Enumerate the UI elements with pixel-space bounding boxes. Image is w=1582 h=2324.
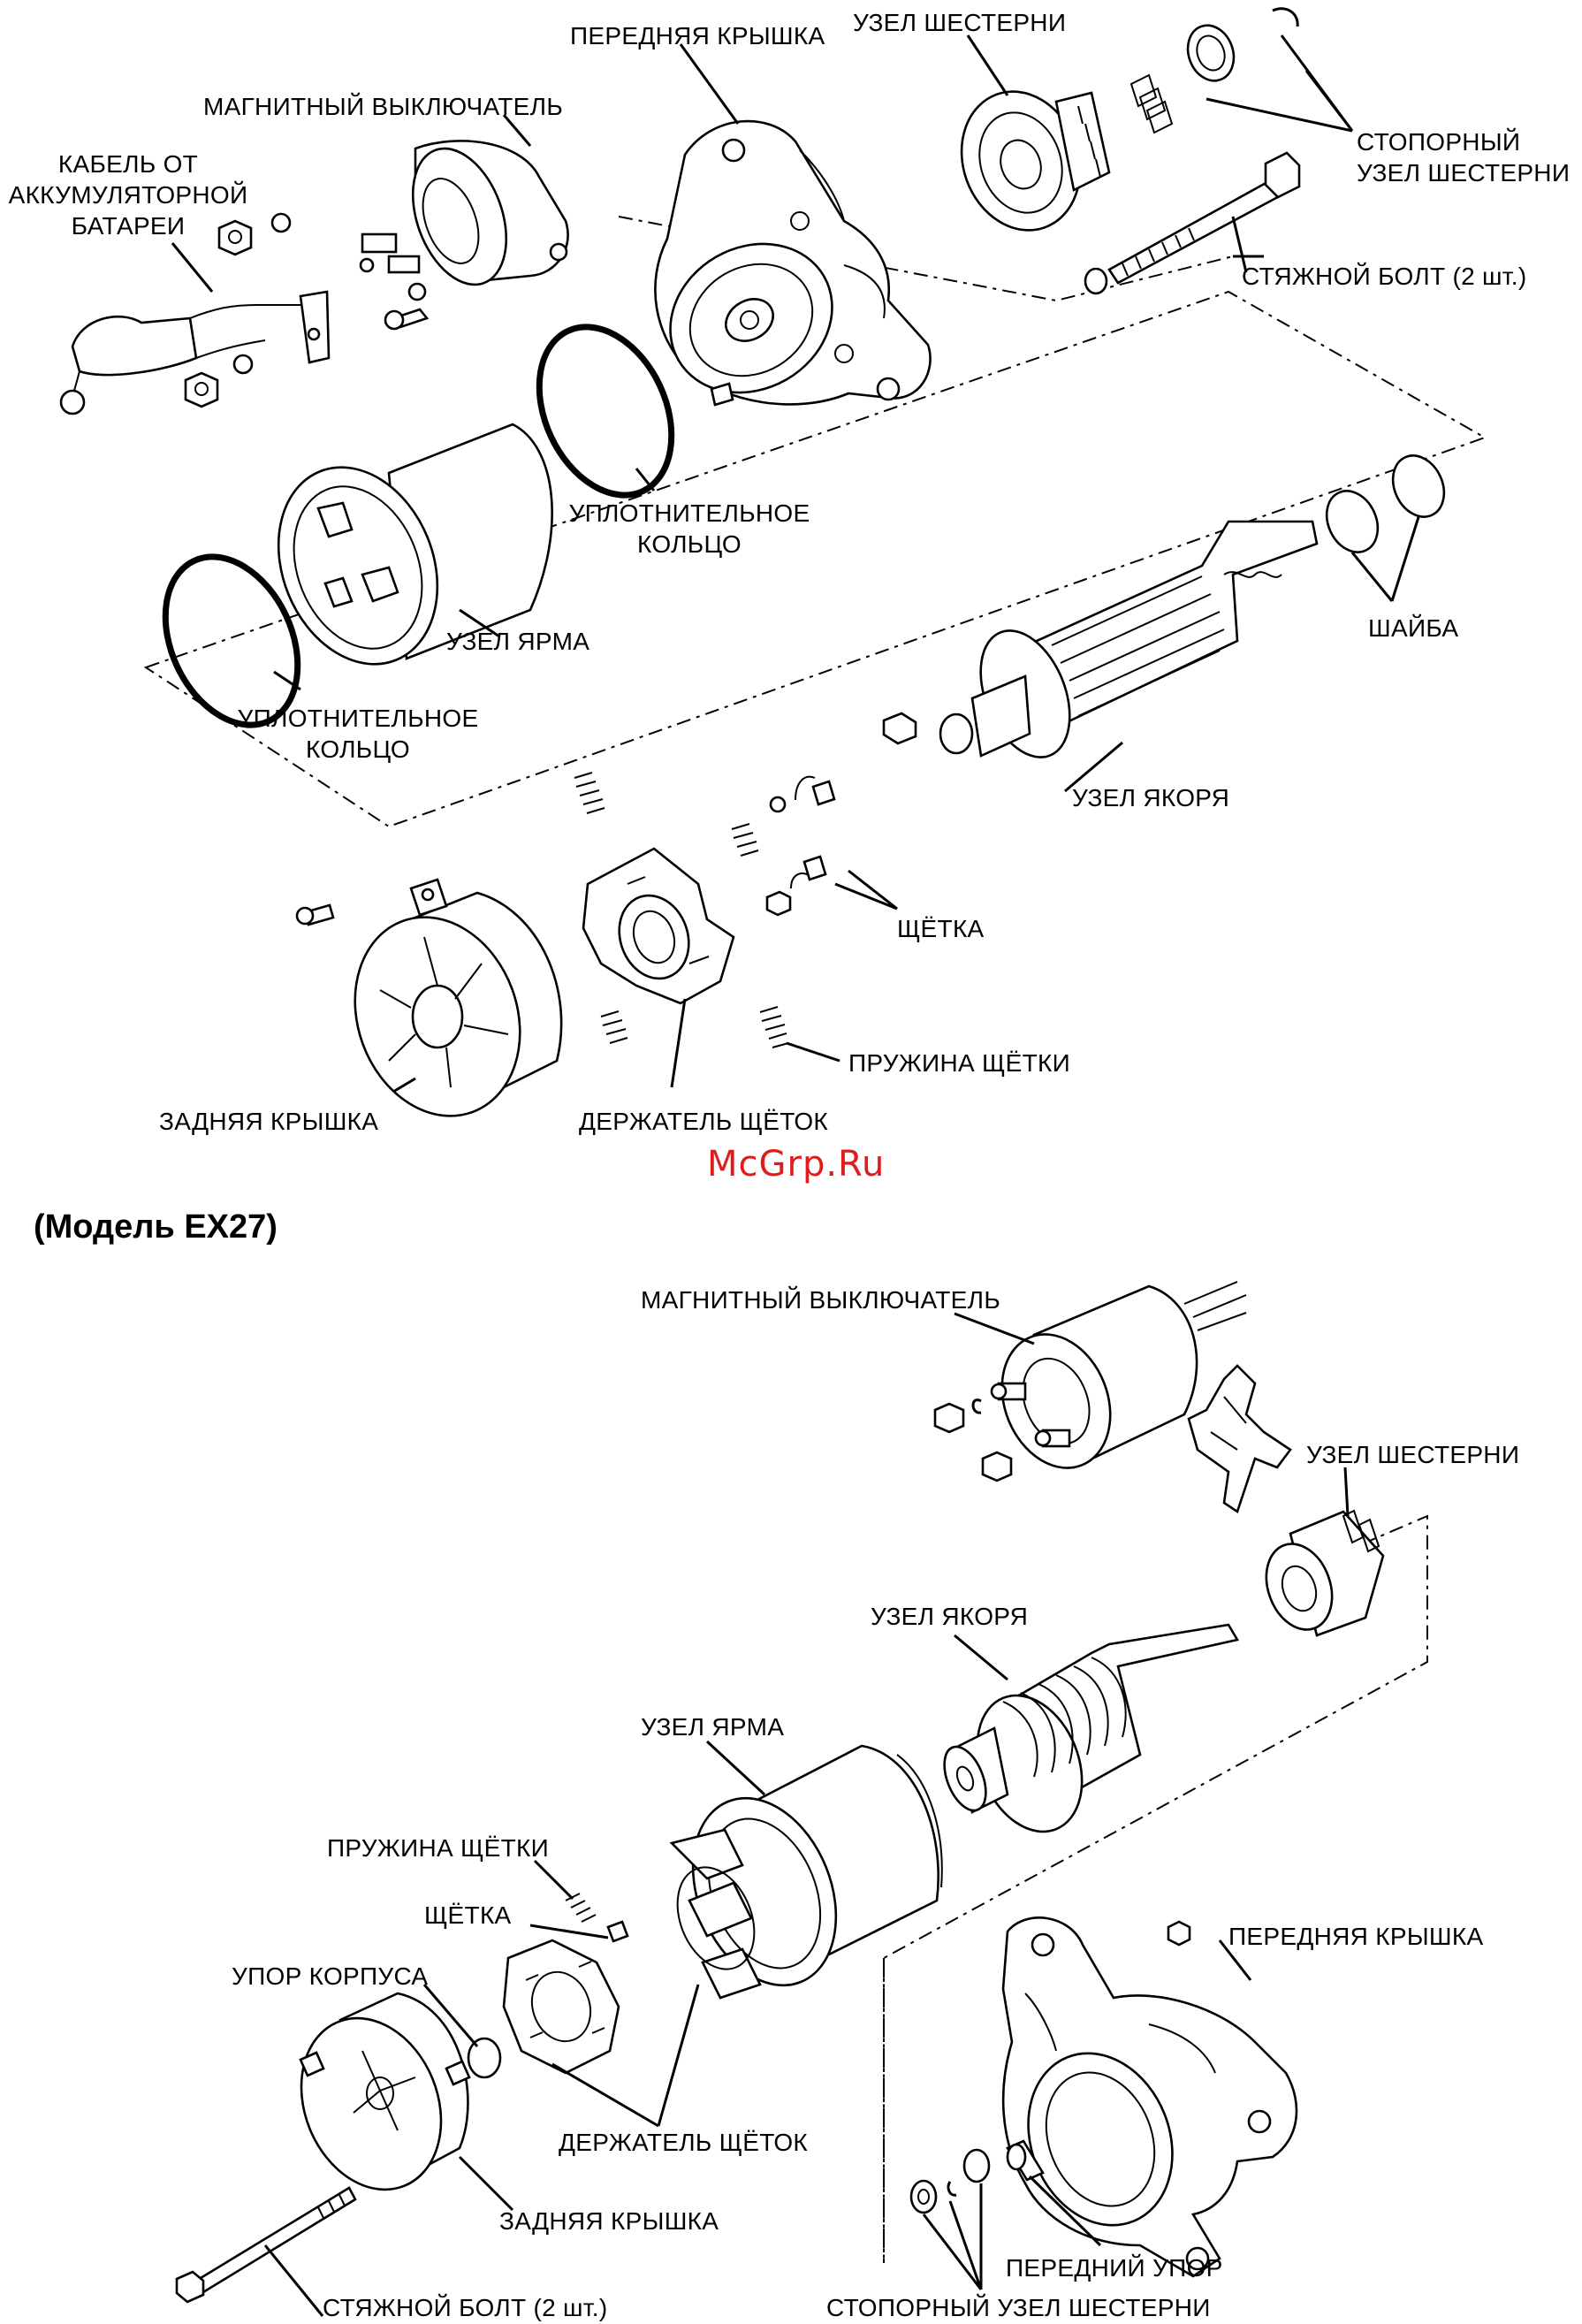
label-magnetic-switch-1: МАГНИТНЫЙ ВЫКЛЮЧАТЕЛЬ — [203, 93, 563, 120]
armature-part — [939, 520, 1319, 758]
washer-b — [1391, 454, 1446, 518]
rear-cover-part-2 — [299, 1992, 471, 2191]
shift-lever-part — [1187, 1364, 1292, 1514]
front-cover-part — [654, 119, 932, 407]
front-cover-part-2 — [1001, 1916, 1298, 2278]
through-bolt-part-2 — [175, 2186, 357, 2304]
label-through-bolt-2: СТЯЖНОЙ БОЛТ (2 шт.) — [323, 2294, 608, 2321]
label-front-cover-1: ПЕРЕДНЯЯ КРЫШКА — [570, 22, 825, 50]
brush-holder-part-2a — [669, 1828, 762, 2000]
label-housing-stop: УПОР КОРПУСА — [232, 1962, 428, 1990]
label-brush-1: ЩЁТКА — [897, 915, 985, 942]
pinion-assembly-part — [960, 90, 1111, 232]
brush-part — [765, 712, 917, 917]
washer-a — [1325, 490, 1380, 553]
yoke-part — [277, 423, 553, 666]
assembly-outline-upper — [143, 290, 1487, 828]
diagram-upper: ПЕРЕДНЯЯ КРЫШКА УЗЕЛ ШЕСТЕРНИ МАГНИТНЫЙ … — [9, 7, 1570, 1135]
rear-cover-part — [295, 878, 563, 1117]
label-armature-assembly-1: УЗЕЛ ЯКОРЯ — [1072, 784, 1229, 811]
model-heading: (Модель EX27) — [34, 1208, 278, 1246]
pinion-stop-part-2 — [909, 2148, 991, 2214]
magnetic-switch-part-2 — [933, 1281, 1247, 1482]
nut-washer-set — [184, 212, 292, 408]
armature-part-2 — [943, 1623, 1240, 1833]
label-brush-holder-1: ДЕРЖАТЕЛЬ ЩЁТОК — [579, 1108, 828, 1135]
brush-holder-plate-2 — [502, 1939, 620, 2075]
o-ring-upper — [536, 324, 675, 499]
leader-lines-upper — [171, 34, 1420, 1093]
label-yoke-assembly-2: УЗЕЛ ЯРМА — [641, 1713, 784, 1741]
label-through-bolt-1: СТЯЖНОЙ БОЛТ (2 шт.) — [1242, 263, 1527, 290]
label-battery-cable-line1: КАБЕЛЬ ОТ — [58, 150, 198, 178]
magnetic-switch-part — [359, 140, 569, 331]
battery-cable — [59, 290, 331, 415]
label-front-cover-2: ПЕРЕДНЯЯ КРЫШКА — [1228, 1923, 1484, 1950]
o-ring-lower — [162, 553, 301, 728]
label-pinion-assembly-1: УЗЕЛ ШЕСТЕРНИ — [853, 9, 1066, 36]
label-rear-cover-2: ЗАДНЯЯ КРЫШКА — [499, 2207, 719, 2235]
housing-stop-part — [467, 2037, 502, 2079]
label-o-ring-upper-line1: УПЛОТНИТЕЛЬНОЕ — [569, 499, 810, 527]
label-brush-spring-1: ПРУЖИНА ЩЁТКИ — [848, 1049, 1070, 1077]
label-washer: ШАЙБА — [1368, 614, 1458, 642]
label-rear-cover-1: ЗАДНЯЯ КРЫШКА — [159, 1108, 378, 1135]
leader-lines-lower — [263, 1312, 1350, 2317]
brush-holder-part — [582, 847, 735, 1005]
through-bolt-part — [1084, 151, 1301, 295]
watermark: McGrp.Ru — [707, 1144, 885, 1185]
brush-spring-brush-2 — [565, 1893, 629, 1943]
label-battery-cable-line3: БАТАРЕИ — [72, 212, 186, 240]
label-yoke-assembly-1: УЗЕЛ ЯРМА — [446, 628, 589, 655]
label-brush-holder-2: ДЕРЖАТЕЛЬ ЩЁТОК — [559, 2129, 808, 2156]
label-brush-2: ЩЁТКА — [424, 1901, 512, 1929]
label-pinion-assembly-2: УЗЕЛ ШЕСТЕРНИ — [1306, 1441, 1519, 1468]
label-front-stop: ПЕРЕДНИЙ УПОР — [1006, 2254, 1223, 2282]
pinion-assembly-part-2 — [1265, 1509, 1385, 1637]
label-armature-assembly-2: УЗЕЛ ЯКОРЯ — [871, 1603, 1028, 1630]
label-o-ring-lower-line2: КОЛЬЦО — [306, 735, 410, 763]
front-stop-part — [1006, 2139, 1045, 2182]
label-brush-spring-2: ПРУЖИНА ЩЁТКИ — [327, 1834, 549, 1862]
label-magnetic-switch-2: МАГНИТНЫЙ ВЫКЛЮЧАТЕЛЬ — [641, 1286, 1000, 1314]
label-pinion-stop-2: СТОПОРНЫЙ УЗЕЛ ШЕСТЕРНИ — [826, 2294, 1211, 2321]
label-o-ring-upper-line2: КОЛЬЦО — [637, 530, 742, 558]
brush-spring-part — [574, 772, 789, 1048]
pinion-stop-part — [1129, 7, 1354, 134]
label-pinion-stop-line1: СТОПОРНЫЙ — [1357, 128, 1520, 156]
label-battery-cable-line2: АККУМУЛЯТОРНОЙ — [9, 181, 248, 209]
label-o-ring-lower-line1: УПЛОТНИТЕЛЬНОЕ — [238, 705, 479, 732]
diagram-lower: МАГНИТНЫЙ ВЫКЛЮЧАТЕЛЬ УЗЕЛ ШЕСТЕРНИ УЗЕЛ… — [175, 1281, 1519, 2321]
label-pinion-stop-line2: УЗЕЛ ШЕСТЕРНИ — [1357, 159, 1570, 187]
